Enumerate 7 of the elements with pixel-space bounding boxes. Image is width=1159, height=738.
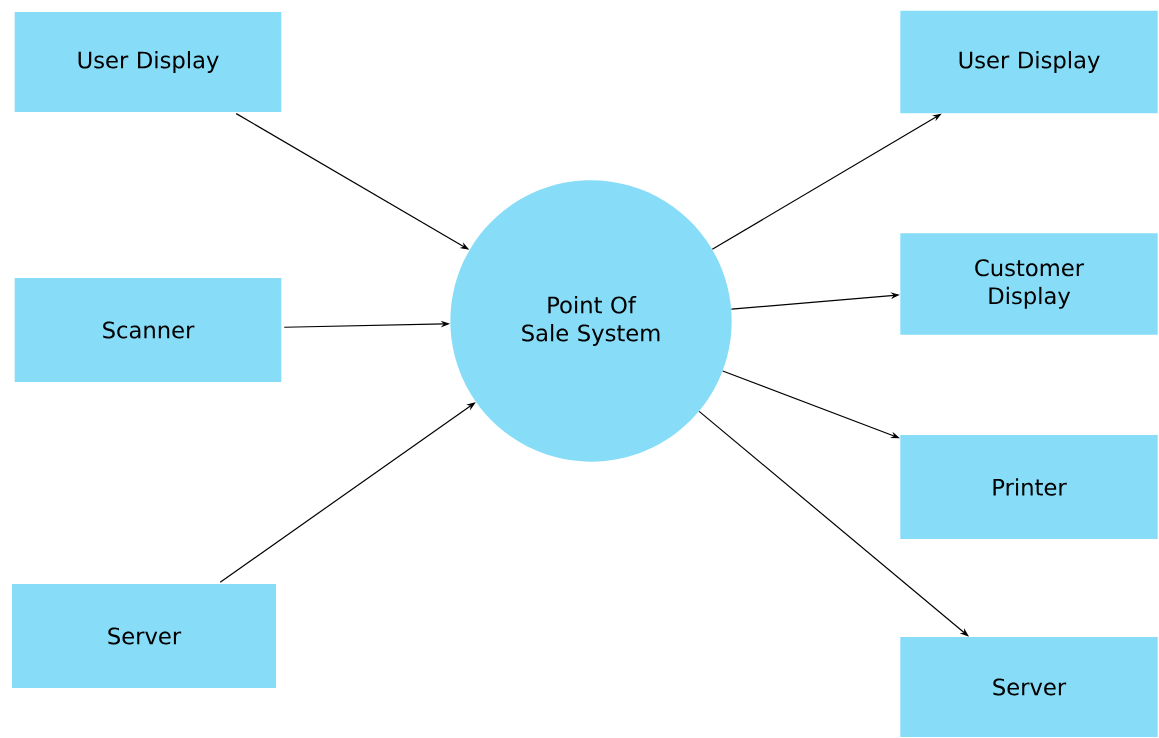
entity-box: Scanner	[14, 278, 282, 382]
entity-box: User Display	[14, 12, 282, 112]
entity-box: User Display	[900, 10, 1158, 114]
entity-box: Printer	[900, 435, 1158, 539]
entity-box: Server	[12, 584, 276, 688]
entity-box: Server	[900, 637, 1158, 737]
entity-box: Customer Display	[900, 233, 1158, 335]
